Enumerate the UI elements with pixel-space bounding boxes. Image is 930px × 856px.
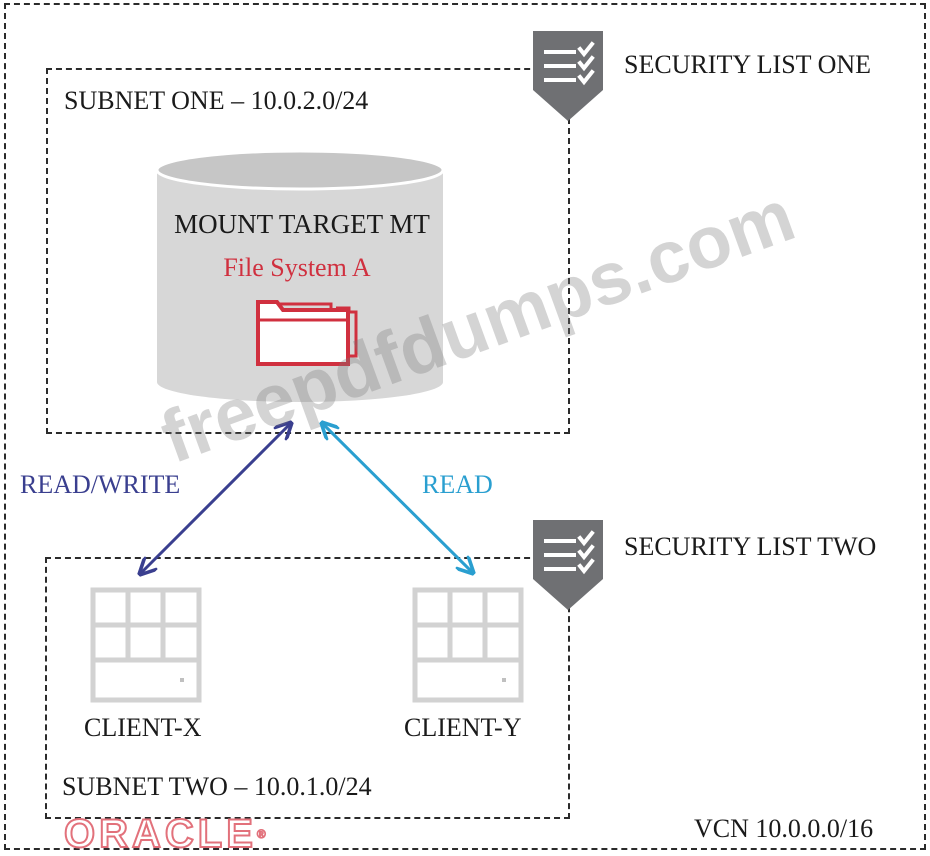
oracle-logo: ORACLE® (63, 812, 270, 856)
mount-target-title: MOUNT TARGET MT (174, 209, 430, 239)
read-label: READ (422, 470, 493, 499)
subnet-one-boundary (46, 68, 570, 434)
client-y-label: CLIENT-Y (404, 713, 522, 742)
client-x-label: CLIENT-X (84, 713, 202, 742)
subnet-two-boundary (45, 557, 570, 819)
read-write-label: READ/WRITE (20, 470, 181, 499)
file-system-label: File System A (223, 253, 371, 282)
security-list-two-label: SECURITY LIST TWO (624, 532, 877, 561)
registered-mark: ® (256, 827, 270, 842)
server-icon (90, 587, 202, 703)
vcn-label: VCN 10.0.0.0/16 (694, 814, 874, 843)
server-icon (412, 587, 524, 703)
subnet-two-label: SUBNET TWO – 10.0.1.0/24 (62, 772, 372, 801)
read-arrow (322, 423, 473, 573)
vcn-boundary (4, 3, 926, 850)
oracle-logo-text: ORACLE (63, 812, 257, 856)
security-list-one-label: SECURITY LIST ONE (624, 50, 871, 79)
subnet-one-label: SUBNET ONE – 10.0.2.0/24 (64, 86, 369, 115)
shield-checklist-icon (533, 31, 603, 121)
shield-checklist-icon (533, 520, 603, 610)
mount-target-cylinder (155, 149, 445, 402)
folder-icon (256, 300, 358, 366)
read-write-arrow (140, 423, 291, 574)
